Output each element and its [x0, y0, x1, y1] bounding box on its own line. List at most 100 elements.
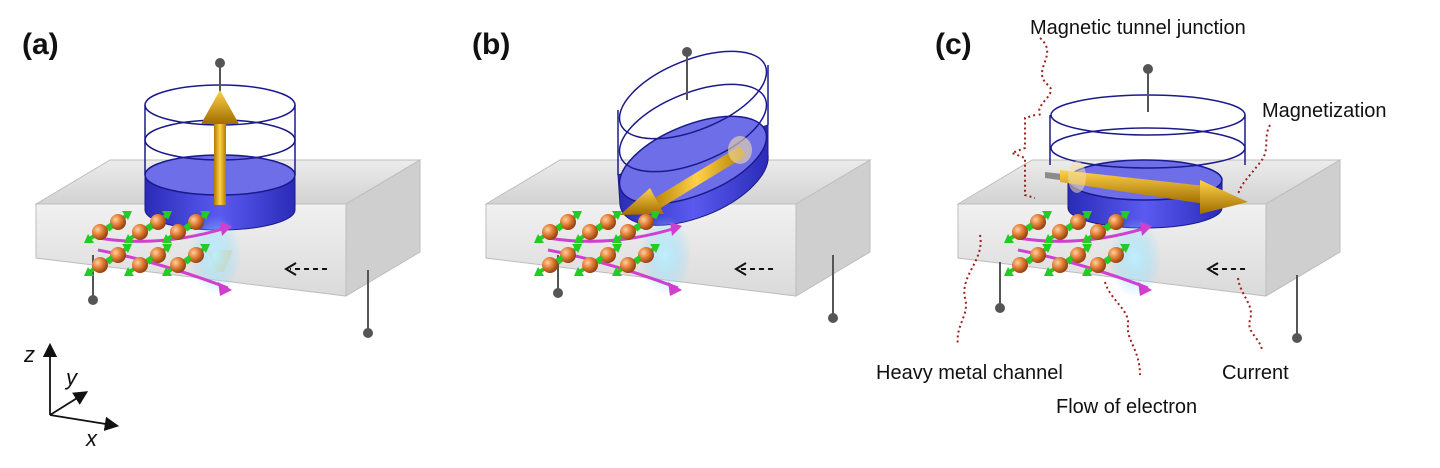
electron	[110, 247, 126, 263]
spin-arrowhead	[122, 244, 132, 253]
electron	[132, 224, 148, 240]
electron	[542, 224, 558, 240]
spin-arrowhead	[162, 211, 172, 220]
spin-arrowhead	[534, 234, 544, 243]
spin-arrowhead	[1042, 211, 1052, 220]
electron	[560, 214, 576, 230]
x-axis-label: x	[85, 426, 98, 451]
spin-arrowhead	[572, 211, 582, 220]
electron	[188, 247, 204, 263]
spin-arrowhead	[534, 267, 544, 276]
spin-arrowhead	[124, 234, 134, 243]
label-flow-of-electron: Flow of electron	[1056, 396, 1197, 418]
electron	[542, 257, 558, 273]
magnetization-arrow	[620, 136, 752, 215]
electron	[132, 257, 148, 273]
electron	[188, 214, 204, 230]
electron	[1052, 224, 1068, 240]
magnetization-arrow	[1045, 161, 1248, 214]
spin-arrowhead	[1082, 244, 1092, 253]
spin-arrowhead	[1082, 211, 1092, 220]
electron	[638, 247, 654, 263]
electron	[1090, 257, 1106, 273]
electron-flow-arrowhead	[220, 222, 232, 236]
electron	[638, 214, 654, 230]
spin-arrowhead	[650, 211, 660, 220]
spin-arrowhead	[612, 244, 622, 253]
electron	[1070, 214, 1086, 230]
spin-arrowhead	[572, 244, 582, 253]
spin-arrowhead	[612, 267, 622, 276]
electron-flow-arrow	[97, 226, 227, 243]
spin-arrowhead	[200, 244, 210, 253]
electron	[150, 247, 166, 263]
spin-arrowhead	[162, 234, 172, 243]
electron-group	[534, 211, 682, 296]
spin-arrowhead	[1120, 211, 1130, 220]
electron-group	[1004, 211, 1152, 296]
leader-mtj	[1038, 37, 1052, 119]
electron	[1108, 214, 1124, 230]
electron	[150, 214, 166, 230]
spin-arrowhead	[1044, 267, 1054, 276]
electron-flow-arrow	[547, 226, 677, 243]
spin-arrowhead	[650, 244, 660, 253]
electron	[1030, 214, 1046, 230]
panel-label-a: (a)	[22, 28, 59, 61]
electron	[1012, 224, 1028, 240]
spin-arrowhead	[1082, 234, 1092, 243]
spin-arrowhead	[84, 234, 94, 243]
electron	[1108, 247, 1124, 263]
spin-arrowhead	[1120, 244, 1130, 253]
electron-flow-arrowhead	[670, 222, 682, 236]
electron	[92, 257, 108, 273]
spin-arrowhead	[162, 267, 172, 276]
electron	[1090, 224, 1106, 240]
z-axis-label: z	[23, 342, 35, 367]
electron	[1052, 257, 1068, 273]
spin-arrowhead	[1004, 234, 1014, 243]
spin-arrowhead	[612, 211, 622, 220]
electron	[170, 257, 186, 273]
spin-arrowhead	[200, 211, 210, 220]
electron-group	[84, 211, 232, 296]
electron	[1012, 257, 1028, 273]
electron	[560, 247, 576, 263]
spin-arrowhead	[574, 234, 584, 243]
panel-label-b: (b)	[472, 28, 510, 61]
spin-arrowhead	[124, 267, 134, 276]
electron	[1070, 247, 1086, 263]
electron	[600, 247, 616, 263]
spin-arrowhead	[1042, 244, 1052, 253]
panel-b	[484, 47, 872, 323]
electron	[620, 257, 636, 273]
mtj-brace	[1009, 114, 1036, 199]
terminal-dot	[88, 295, 98, 305]
electron	[620, 224, 636, 240]
label-magnetic-tunnel-junction: Magnetic tunnel junction	[1030, 17, 1246, 39]
leader-magnetization	[1237, 124, 1271, 196]
label-heavy-metal-channel: Heavy metal channel	[876, 362, 1063, 384]
spin-arrowhead	[612, 234, 622, 243]
leader-flow	[1104, 281, 1141, 376]
electron-flow-arrowhead	[1140, 222, 1152, 236]
panel-a	[34, 58, 422, 338]
electron-flow-arrow	[1017, 226, 1147, 243]
electron	[582, 224, 598, 240]
electron	[582, 257, 598, 273]
label-current: Current	[1222, 362, 1289, 384]
label-magnetization: Magnetization	[1262, 100, 1387, 122]
spin-arrowhead	[1004, 267, 1014, 276]
panel-label-c: (c)	[935, 28, 972, 61]
electron	[92, 224, 108, 240]
y-axis-label: y	[64, 365, 79, 390]
spin-arrowhead	[574, 267, 584, 276]
electron-flow-arrowhead	[668, 282, 682, 296]
spin-arrowhead	[1044, 234, 1054, 243]
y-axis-arrow	[49, 391, 89, 416]
electron	[110, 214, 126, 230]
spin-arrowhead	[122, 211, 132, 220]
electron	[600, 214, 616, 230]
electron-flow-arrowhead	[1138, 282, 1152, 296]
